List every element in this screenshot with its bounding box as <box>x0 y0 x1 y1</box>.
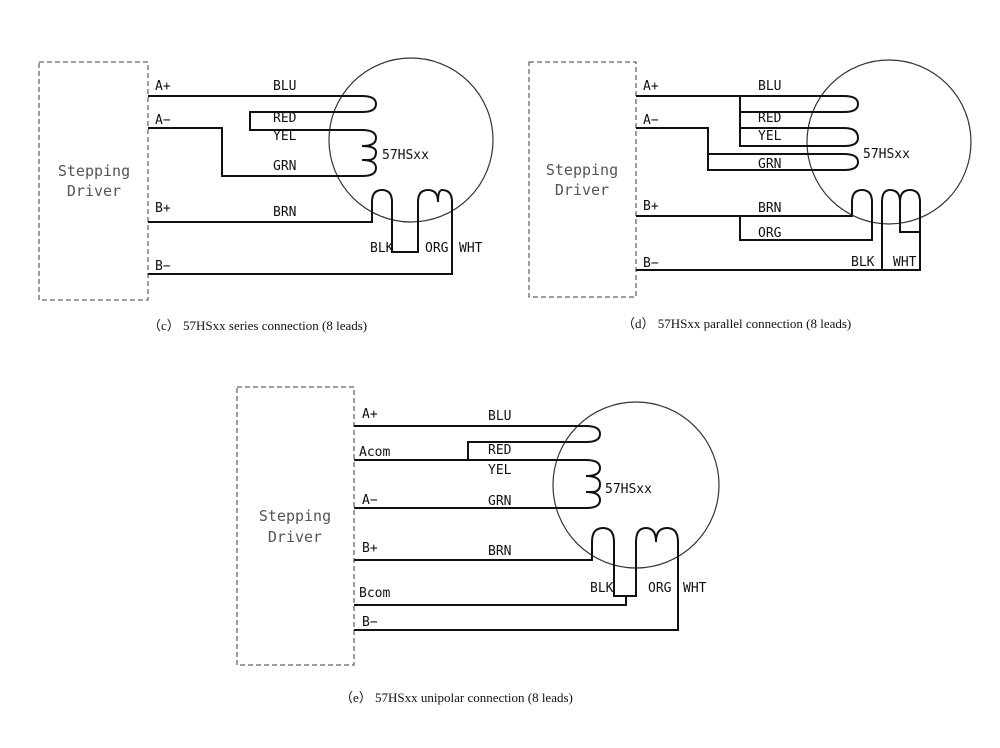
wire-label-e-yel: YEL <box>488 463 512 478</box>
terminal-d-a-minus: A− <box>643 113 659 128</box>
coil-b-center-e <box>354 596 627 606</box>
motor-circle-d <box>806 59 972 225</box>
caption-d: （d） 57HSxx parallel connection (8 leads) <box>622 316 851 331</box>
wire-label-e-blk: BLK <box>590 581 614 596</box>
driver-box-c <box>38 61 149 301</box>
driver-label-c-line2: Driver <box>67 182 121 200</box>
wire-label-d-blu: BLU <box>758 79 781 94</box>
wire-label-c-blu: BLU <box>273 79 296 94</box>
coil-a-winding1-d <box>636 95 860 113</box>
wire-label-d-org: ORG <box>758 226 782 241</box>
driver-label-d-line2: Driver <box>555 181 609 199</box>
driver-label-e-line1: Stepping <box>259 507 331 525</box>
wire-label-c-red: RED <box>273 111 297 126</box>
coil-a-winding2-e <box>354 475 602 509</box>
wire-label-e-grn: GRN <box>488 494 511 509</box>
wire-label-d-yel: YEL <box>758 129 782 144</box>
terminal-e-acom: Acom <box>359 445 390 460</box>
motor-label-c: 57HSxx <box>382 148 429 163</box>
motor-label-e: 57HSxx <box>605 482 652 497</box>
coil-a-winding1-c <box>148 95 378 147</box>
coil-b-return-d <box>882 232 921 271</box>
terminal-e-b-plus: B+ <box>362 541 378 556</box>
driver-label-c-line1: Stepping <box>58 162 130 180</box>
wire-label-d-grn: GRN <box>758 157 781 172</box>
wire-label-d-red: RED <box>758 111 782 126</box>
terminal-e-bcom: Bcom <box>359 586 390 601</box>
coil-b-winding1-d <box>636 188 873 241</box>
wire-label-e-blu: BLU <box>488 409 511 424</box>
wire-label-e-org: ORG <box>648 581 672 596</box>
terminal-d-b-plus: B+ <box>643 199 659 214</box>
diagram-e-unipolar: Stepping Driver 57HSxx A+ Acom A− B+ Bco… <box>236 386 720 705</box>
terminal-c-a-plus: A+ <box>155 79 171 94</box>
wire-label-c-yel: YEL <box>273 129 297 144</box>
diagram-c-series: Stepping Driver 57HSxx A+ A− B+ B− BLU R… <box>38 57 494 333</box>
motor-label-d: 57HSxx <box>863 147 910 162</box>
driver-label-d-line1: Stepping <box>546 161 618 179</box>
driver-box-e <box>236 386 355 666</box>
wire-label-d-blk: BLK <box>851 255 875 270</box>
coil-b-winding2-d <box>636 188 921 271</box>
terminal-c-a-minus: A− <box>155 113 171 128</box>
terminal-e-a-plus: A+ <box>362 407 378 422</box>
coil-b-series-c <box>148 188 439 253</box>
diagram-d-parallel: Stepping Driver 57HSxx A+ A− B+ B− BLU R… <box>528 59 972 331</box>
wire-label-e-wht: WHT <box>683 581 707 596</box>
driver-box-d <box>528 61 637 298</box>
driver-label-e-line2: Driver <box>268 528 322 546</box>
terminal-e-a-minus: A− <box>362 493 378 508</box>
terminal-c-b-plus: B+ <box>155 201 171 216</box>
coil-a-winding2-d <box>636 127 860 171</box>
terminal-d-b-minus: B− <box>643 256 659 271</box>
caption-e: （e） 57HSxx unipolar connection (8 leads) <box>340 690 573 705</box>
wire-label-c-org: ORG <box>425 241 449 256</box>
wire-label-c-wht: WHT <box>459 241 483 256</box>
terminal-d-a-plus: A+ <box>643 79 659 94</box>
coil-a-winding2-c <box>148 127 378 177</box>
wire-label-c-brn: BRN <box>273 205 296 220</box>
wire-label-d-brn: BRN <box>758 201 781 216</box>
coil-b-winding1-e <box>354 526 657 597</box>
coil-b-winding2-e <box>354 526 679 631</box>
coil-a-center-e <box>354 459 602 477</box>
coil-a-winding1-e <box>354 425 602 460</box>
coil-b-return-c <box>148 188 453 275</box>
wire-label-e-red: RED <box>488 443 512 458</box>
wire-label-c-grn: GRN <box>273 159 296 174</box>
caption-c: （c） 57HSxx series connection (8 leads) <box>148 318 367 333</box>
wire-label-d-wht: WHT <box>893 255 917 270</box>
coil-a-winding1-return-d <box>739 112 860 147</box>
terminal-e-b-minus: B− <box>362 615 378 630</box>
wire-label-e-brn: BRN <box>488 544 511 559</box>
terminal-c-b-minus: B− <box>155 259 171 274</box>
motor-circle-c <box>328 57 494 223</box>
wire-label-c-blk: BLK <box>370 241 394 256</box>
